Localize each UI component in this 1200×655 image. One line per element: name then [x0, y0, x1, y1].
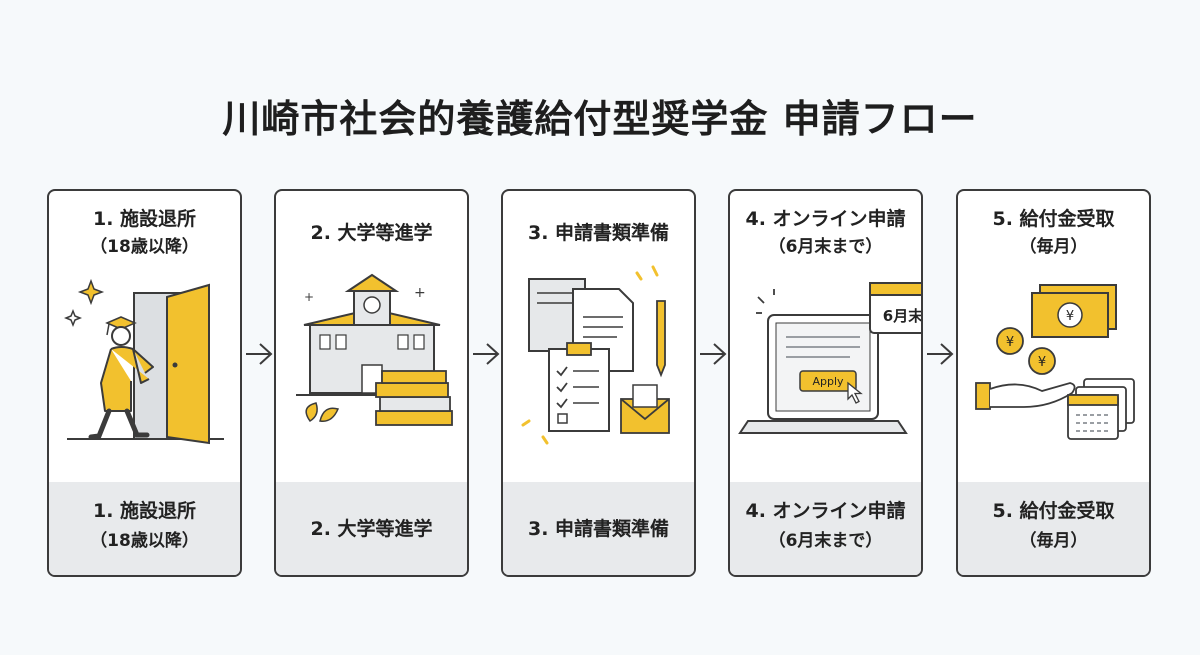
step-5-footer: 5. 給付金受取 （毎月）	[958, 482, 1149, 575]
step-4-sub: （6月末まで）	[768, 237, 883, 257]
arrow-right-icon	[473, 343, 500, 365]
step-1-footer-sub: （18歳以降）	[90, 531, 199, 551]
coin-yen-symbol-1: ¥	[1006, 335, 1014, 350]
step-4-header: 4. オンライン申請 （6月末まで）	[730, 205, 921, 261]
step-5-label: 5. 給付金受取	[992, 208, 1115, 230]
arrow-right-icon	[700, 343, 727, 365]
step-1-footer-label: 1. 施設退所	[92, 500, 197, 522]
step-5-footer-label: 5. 給付金受取	[992, 500, 1115, 522]
step-4-label: 4. オンライン申請	[745, 208, 906, 230]
application-documents-icon	[521, 265, 670, 445]
step-card-2: 2. 大学等進学 + + 2. 大学等進学	[274, 189, 469, 577]
step-4-footer-label: 4. オンライン申請	[745, 500, 906, 522]
step-2-footer: 2. 大学等進学	[276, 482, 467, 575]
step-3-footer-label: 3. 申請書類準備	[527, 518, 670, 540]
calendar-deadline-label: 6月末	[883, 307, 921, 325]
arrow-right-icon	[927, 343, 954, 365]
step-5-header: 5. 給付金受取 （毎月）	[958, 205, 1149, 261]
step-2-header: 2. 大学等進学	[276, 219, 467, 247]
step-3-label: 3. 申請書類準備	[527, 222, 670, 244]
step-5-sub: （毎月）	[1019, 237, 1088, 257]
step-card-1: 1. 施設退所 （18歳以降） 1. 施設退所 （18歳以降）	[47, 189, 242, 577]
step-4-footer: 4. オンライン申請 （6月末まで）	[730, 482, 921, 575]
apply-button-label: Apply	[812, 375, 844, 388]
svg-text:+: +	[304, 290, 314, 304]
step-1-header: 1. 施設退所 （18歳以降）	[49, 205, 240, 261]
graduate-leaving-door-icon	[63, 278, 224, 445]
step-2-label: 2. 大学等進学	[310, 222, 433, 244]
step-1-footer: 1. 施設退所 （18歳以降）	[49, 482, 240, 575]
svg-text:+: +	[414, 285, 426, 301]
monthly-payment-icon: ¥ ¥ ¥	[975, 284, 1135, 440]
step-card-5: 5. 給付金受取 （毎月） ¥ ¥ ¥ 5. 給付金受取 （毎月）	[956, 189, 1151, 577]
university-building-icon: + +	[296, 273, 453, 426]
step-card-4: 4. オンライン申請 （6月末まで） Apply 6月末 4. オンライン申請 …	[728, 189, 923, 577]
bill-yen-symbol: ¥	[1066, 309, 1074, 324]
step-4-footer-sub: （6月末まで）	[768, 531, 883, 551]
step-3-footer: 3. 申請書類準備	[503, 482, 694, 575]
page-title: 川崎市社会的養護給付型奨学金 申請フロー	[222, 97, 978, 141]
step-1-sub: （18歳以降）	[90, 237, 199, 257]
step-5-footer-sub: （毎月）	[1019, 531, 1088, 551]
step-1-label: 1. 施設退所	[92, 208, 197, 230]
step-card-3: 3. 申請書類準備	[501, 189, 696, 577]
arrow-right-icon	[246, 343, 273, 365]
step-2-footer-label: 2. 大学等進学	[310, 518, 433, 540]
laptop-apply-icon: Apply 6月末	[738, 282, 921, 434]
step-3-header: 3. 申請書類準備	[503, 219, 694, 247]
coin-yen-symbol-2: ¥	[1038, 355, 1046, 370]
